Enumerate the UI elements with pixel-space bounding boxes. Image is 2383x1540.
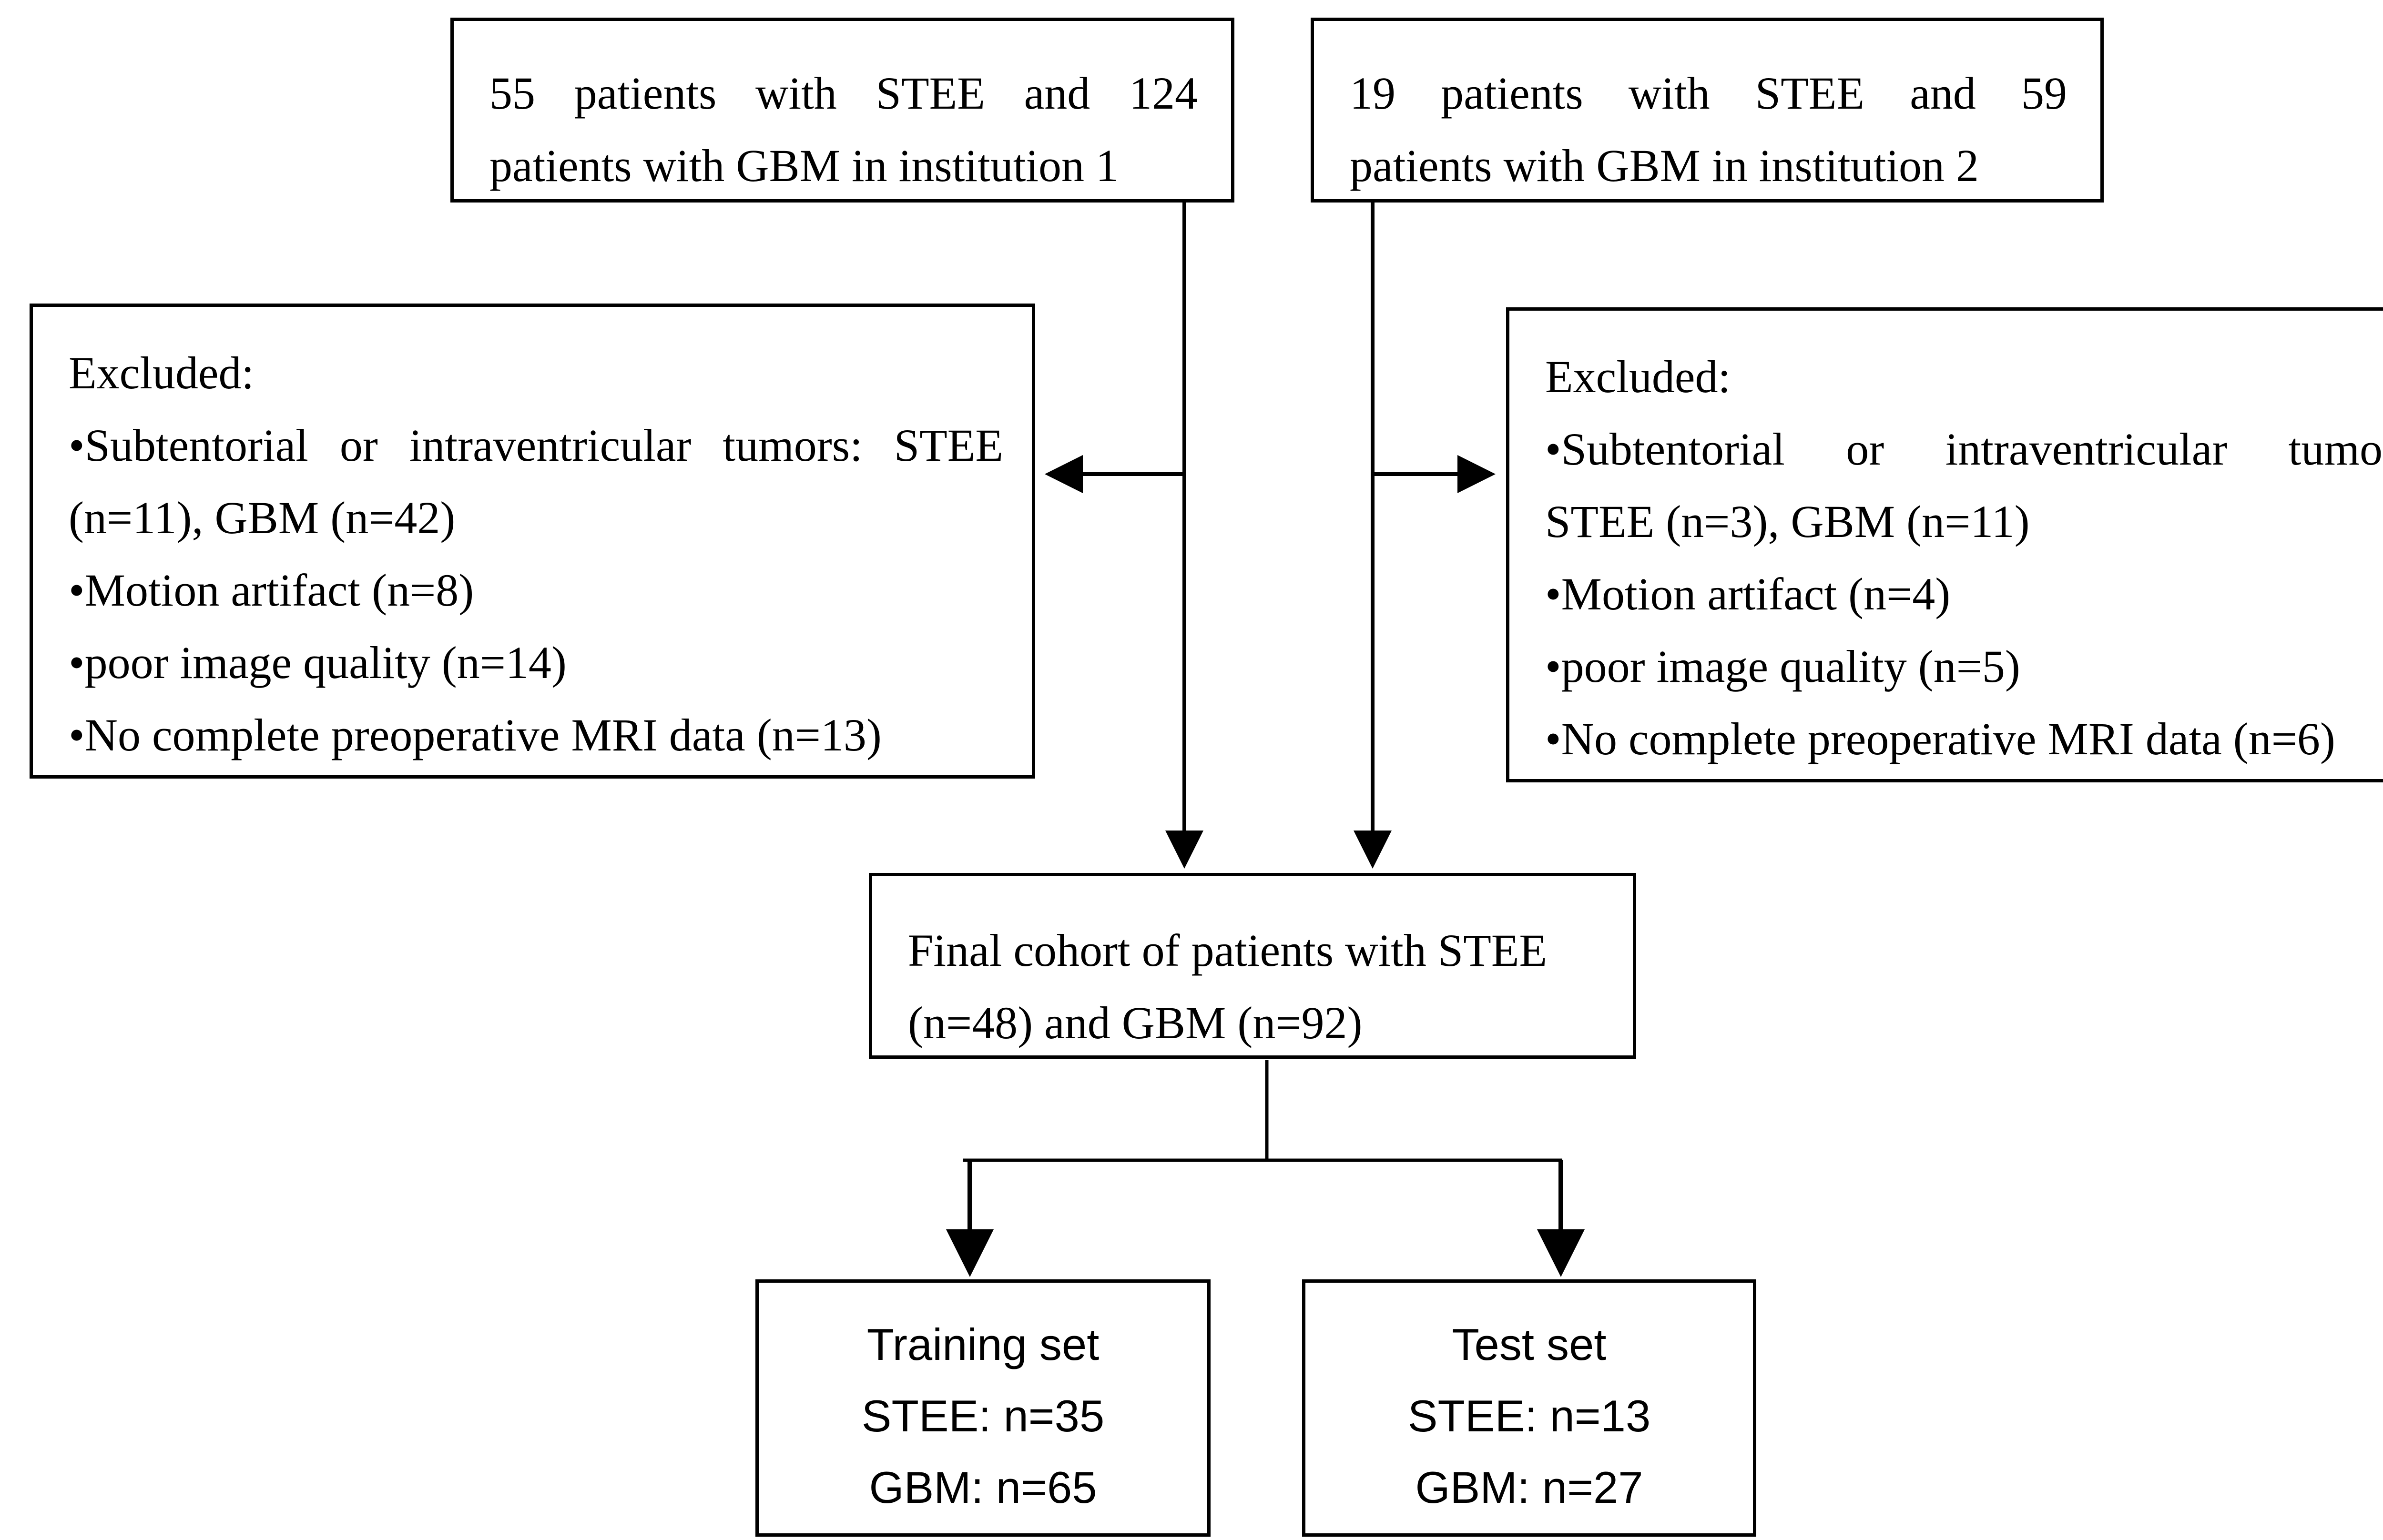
training-set-stee: STEE: n=35 <box>861 1391 1105 1441</box>
excluded-right-item-4: No complete preoperative MRI data (n=6) <box>1545 703 2383 775</box>
excluded-left-item-4: No complete preoperative MRI data (n=13) <box>69 699 1003 771</box>
institution-1-line-2: patients with GBM in institution 1 <box>489 140 1119 191</box>
excluded-left-item-1-cont: (n=11), GBM (n=42) <box>69 492 456 543</box>
excluded-right-item-1-cont: STEE (n=3), GBM (n=11) <box>1545 496 2030 547</box>
institution-2-line-2: patients with GBM in institution 2 <box>1350 140 1979 191</box>
excluded-right-item-1: Subtentorial or intraventricular tumors: <box>1545 413 2383 486</box>
test-set-gbm: GBM: n=27 <box>1415 1462 1643 1512</box>
training-set-title: Training set <box>866 1319 1100 1369</box>
institution-2-line-1: 19 patients with STEE and 59 <box>1350 68 2067 119</box>
excluded-right-item-2: Motion artifact (n=4) <box>1545 558 2383 630</box>
excluded-right-title: Excluded: <box>1545 351 1731 402</box>
final-cohort-box: Final cohort of patients with STEE (n=48… <box>869 873 1636 1059</box>
excluded-left-item-1: Subtentorial or intraventricular tumors:… <box>69 409 1003 482</box>
final-cohort-line-1: Final cohort of patients with STEE <box>908 925 1548 976</box>
training-set-gbm: GBM: n=65 <box>869 1462 1097 1512</box>
institution-2-box: 19 patients with STEE and 59 patients wi… <box>1311 18 2104 203</box>
excluded-left-title: Excluded: <box>69 347 255 398</box>
training-set-box: Training set STEE: n=35 GBM: n=65 <box>755 1279 1211 1537</box>
final-cohort-line-2: (n=48) and GBM (n=92) <box>908 997 1363 1048</box>
institution-1-line-1: 55 patients with STEE and 124 <box>489 68 1198 119</box>
excluded-left-item-3: poor image quality (n=14) <box>69 627 1003 699</box>
test-set-title: Test set <box>1452 1319 1607 1369</box>
excluded-left-item-2: Motion artifact (n=8) <box>69 554 1003 627</box>
test-set-box: Test set STEE: n=13 GBM: n=27 <box>1302 1279 1756 1537</box>
test-set-stee: STEE: n=13 <box>1407 1391 1651 1441</box>
excluded-right-box: Excluded: Subtentorial or intraventricul… <box>1506 307 2383 782</box>
excluded-left-box: Excluded: Subtentorial or intraventricul… <box>30 304 1035 779</box>
excluded-right-item-3: poor image quality (n=5) <box>1545 630 2383 703</box>
institution-1-box: 55 patients with STEE and 124 patients w… <box>450 18 1234 203</box>
